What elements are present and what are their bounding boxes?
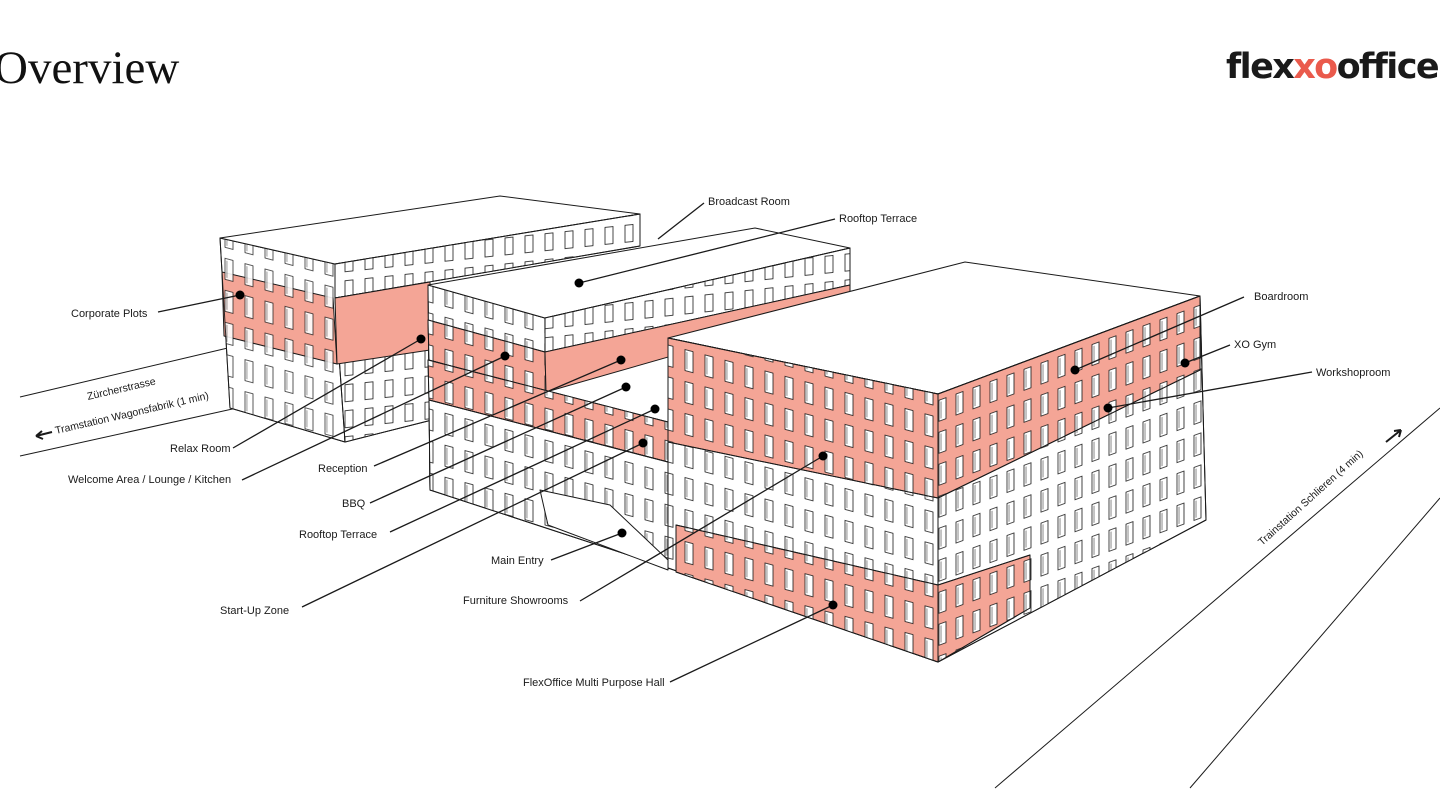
dot-boardroom <box>1070 365 1080 375</box>
label-start-up-zone: Start-Up Zone <box>220 605 289 617</box>
dot-rooftop-terrace-top <box>574 278 584 288</box>
arrow-left-icon <box>35 430 53 440</box>
label-boardroom: Boardroom <box>1254 291 1308 303</box>
label-corporate-plots: Corporate Plots <box>71 308 148 320</box>
arrow-right-icon <box>1385 429 1402 443</box>
dot-workshoproom <box>1103 403 1113 413</box>
label-bbq: BBQ <box>342 498 366 510</box>
dot-furniture-showrooms <box>818 451 828 461</box>
labels: Broadcast Room Rooftop Terrace Boardroom… <box>68 196 1390 689</box>
label-broadcast-room: Broadcast Room <box>708 196 790 208</box>
label-xo-gym: XO Gym <box>1234 339 1276 351</box>
dot-reception <box>616 355 626 365</box>
dot-bbq <box>621 382 631 392</box>
label-rooftop-terrace-low: Rooftop Terrace <box>299 529 377 541</box>
logo-part-xo: xo <box>1293 47 1338 87</box>
dot-relax-room <box>416 334 426 344</box>
dot-main-entry <box>617 528 627 538</box>
label-relax-room: Relax Room <box>170 443 231 455</box>
page-title: Overview <box>0 42 180 94</box>
label-multi-purpose-hall: FlexOffice Multi Purpose Hall <box>523 677 665 689</box>
dot-welcome-area <box>500 351 510 361</box>
back-block-left-windows <box>219 237 346 443</box>
label-reception: Reception <box>318 463 368 475</box>
dot-start-up-zone <box>638 438 648 448</box>
leader-lines <box>157 202 1313 683</box>
label-workshoproom: Workshoproom <box>1316 367 1390 379</box>
street-label-tram-left: Tramstation Wagonsfabrik (1 min) <box>54 390 210 437</box>
building <box>219 195 1207 663</box>
label-furniture-showrooms: Furniture Showrooms <box>463 595 569 607</box>
dot-xo-gym <box>1180 358 1190 368</box>
marker-dots <box>235 278 1190 610</box>
label-welcome-area: Welcome Area / Lounge / Kitchen <box>68 474 231 486</box>
back-block-rear-windows <box>334 213 641 299</box>
street-label-train-right: Trainstation Schlieren (4 min) <box>1256 448 1366 548</box>
dot-rooftop-terrace-low <box>650 404 660 414</box>
street-label-zurcherstrasse: Zürcherstrasse <box>86 375 157 402</box>
dot-multi-purpose-hall <box>828 600 838 610</box>
dot-corporate-plots <box>235 290 245 300</box>
label-main-entry: Main Entry <box>491 555 544 567</box>
label-rooftop-terrace-top: Rooftop Terrace <box>839 213 917 225</box>
logo-part-flex: flex <box>1226 47 1295 87</box>
logo-part-office: office <box>1336 47 1440 87</box>
flexoffice-logo: flexxooffice <box>1226 46 1440 88</box>
